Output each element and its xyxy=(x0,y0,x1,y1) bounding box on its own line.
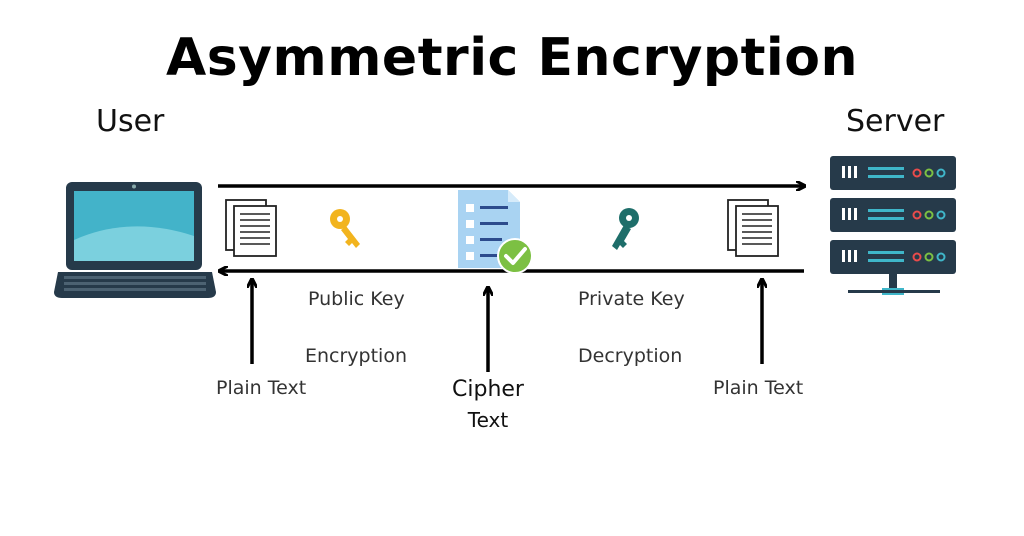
public-key-label: Public Key xyxy=(308,288,405,310)
document-icon xyxy=(225,199,277,257)
cipher-label: Cipher xyxy=(452,377,524,402)
checked-document-icon xyxy=(458,190,533,274)
plain-text-right-label: Plain Text xyxy=(713,377,804,399)
encryption-label: Encryption xyxy=(305,345,408,367)
decryption-label: Decryption xyxy=(578,345,683,367)
server-label: Server xyxy=(846,104,945,139)
private-key-label: Private Key xyxy=(578,288,685,310)
server-rack-icon xyxy=(830,156,956,295)
key-icon xyxy=(330,209,360,248)
key-icon xyxy=(612,208,639,250)
laptop-icon xyxy=(54,182,216,298)
user-label: User xyxy=(96,104,165,139)
diagram-title: Asymmetric Encryption xyxy=(165,28,859,88)
plain-text-left-label: Plain Text xyxy=(216,377,307,399)
cipher-text-label: Text xyxy=(467,408,509,432)
document-icon xyxy=(727,199,779,257)
